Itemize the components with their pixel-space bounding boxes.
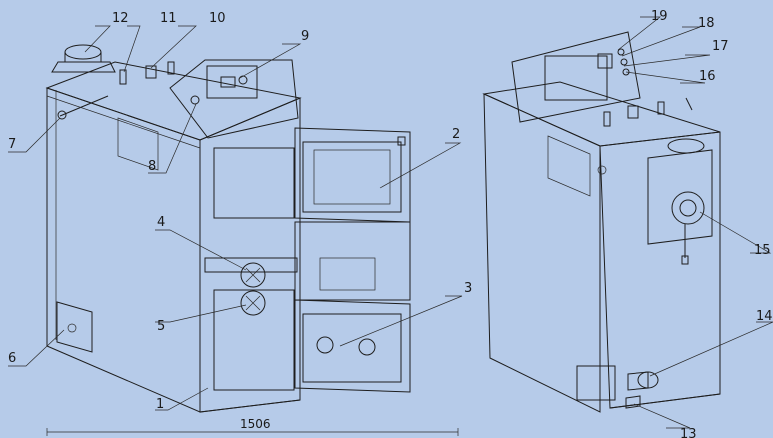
flue-pipe-base [51, 61, 116, 73]
boiler-side-panel [46, 87, 201, 413]
lower-door-hole-right [358, 338, 376, 356]
connection-b [145, 65, 157, 79]
lower-door-panel [302, 313, 402, 383]
rear-control-box [511, 31, 641, 123]
callout-4: 4 [157, 215, 165, 230]
rear-side-plate [547, 135, 591, 197]
middle-panel [294, 221, 411, 301]
callout-9: 9 [301, 29, 309, 44]
drain-valve [625, 395, 641, 409]
rear-side-panel [483, 93, 601, 413]
callout-18: 18 [698, 16, 715, 31]
connection-c [167, 61, 175, 75]
air-regulator-upper [240, 262, 266, 288]
rear-flue-top [667, 138, 705, 154]
rear-flue-housing [647, 149, 713, 245]
rear-lower-cover [576, 365, 616, 401]
boiler-front-view [45, 44, 411, 413]
boiler-rear-view [482, 31, 721, 413]
callout-8: 8 [148, 159, 156, 174]
door-latch [397, 136, 406, 146]
connection-a [119, 69, 127, 85]
rear-display [597, 53, 613, 69]
side-plate [117, 117, 159, 171]
callout-11: 11 [160, 11, 177, 26]
callout-1: 1 [156, 397, 164, 412]
callout-3: 3 [464, 281, 472, 296]
callout-12: 12 [112, 11, 129, 26]
callout-10: 10 [209, 11, 226, 26]
thermometer [190, 95, 200, 105]
control-housing [169, 59, 299, 139]
callout-15: 15 [754, 243, 771, 258]
rear-back-panel [599, 131, 721, 409]
dimension-label: 1506 [240, 417, 271, 431]
rear-control-panel [544, 55, 608, 101]
flue-pipe-top [64, 44, 102, 60]
upper-chamber-opening [213, 147, 295, 219]
control-knob [238, 75, 248, 85]
lower-door [294, 299, 411, 393]
regulator-bar [204, 257, 298, 273]
boiler-front-frame [199, 97, 301, 413]
side-handle [59, 95, 109, 117]
callout-2: 2 [452, 127, 460, 142]
control-panel [206, 65, 258, 99]
callout-5: 5 [157, 319, 165, 334]
display-window [220, 76, 236, 88]
lower-chamber-opening [213, 289, 295, 391]
callout-19: 19 [651, 9, 668, 24]
callout-7: 7 [8, 137, 16, 152]
callout-6: 6 [8, 351, 16, 366]
leader-lines [8, 16, 773, 436]
callout-16: 16 [699, 69, 716, 84]
callout-14: 14 [756, 309, 773, 324]
upper-door-panel [302, 141, 402, 213]
air-regulator-lower [240, 290, 266, 316]
fan-motor [671, 191, 705, 225]
cleaning-port-cover [56, 301, 93, 353]
callout-13: 13 [680, 427, 697, 438]
callout-17: 17 [712, 39, 729, 54]
lower-door-hole-left [316, 336, 334, 354]
